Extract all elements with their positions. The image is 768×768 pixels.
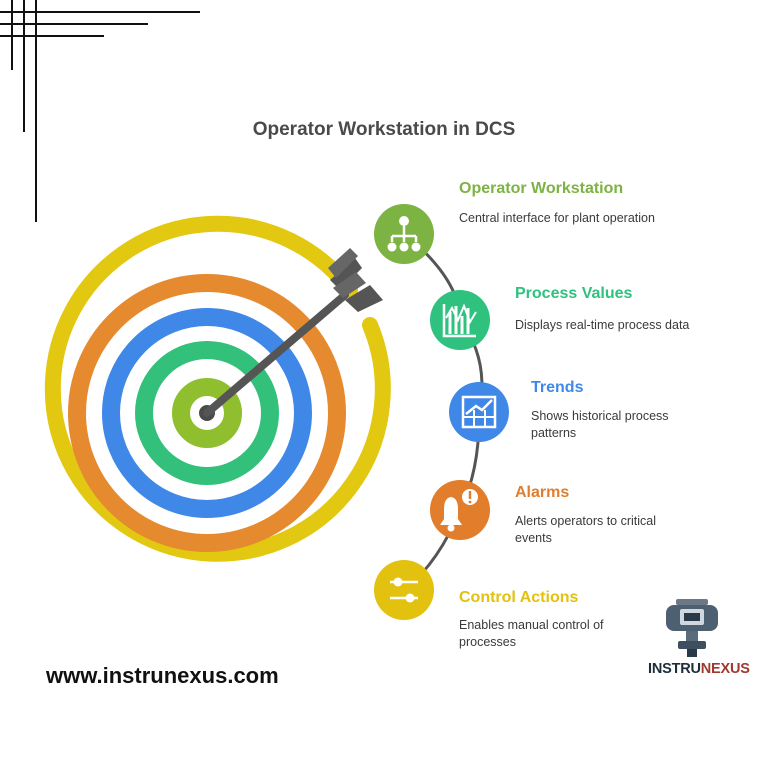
item-title-alarms: Alarms — [515, 484, 570, 501]
brand-logo-text: INSTRUNEXUS — [648, 661, 750, 677]
item-desc-alarms: Alerts operators to critical events — [515, 514, 657, 545]
item-title-trends: Trends — [531, 379, 584, 396]
transmitter-logo-icon — [666, 599, 718, 657]
sliders-icon — [374, 560, 434, 620]
ring-yellow — [44, 215, 391, 562]
brand-part1: INSTRU — [648, 661, 701, 677]
hierarchy-icon — [374, 204, 434, 264]
item-title-process-values: Process Values — [515, 285, 633, 302]
bar-wave-icon — [430, 290, 490, 350]
ring-orange — [68, 274, 346, 552]
ring-lime — [172, 378, 242, 448]
arrow-fletching-1 — [330, 258, 362, 290]
item-desc-trends: Shows historical process patterns — [531, 409, 669, 440]
arrow-fletching-3 — [345, 285, 383, 312]
item-title-operator-workstation: Operator Workstation — [459, 180, 624, 197]
item-desc-process-values: Displays real-time process data — [515, 318, 690, 332]
website-url: www.instrunexus.com — [46, 663, 279, 688]
page-title: Operator Workstation in DCS — [252, 119, 516, 140]
arrow — [203, 248, 383, 417]
brand-part2: NEXUS — [700, 661, 750, 677]
item-title-control-actions: Control Actions — [459, 589, 579, 606]
ring-blue — [102, 308, 312, 518]
arrow-fletching-4 — [333, 272, 366, 298]
ring-green — [135, 341, 279, 485]
trend-chart-icon — [449, 382, 509, 442]
item-desc-operator-workstation: Central interface for plant operation — [459, 211, 655, 225]
item-desc-control-actions: Enables manual control of processes — [459, 618, 604, 649]
bell-alert-icon — [430, 480, 490, 540]
arrow-fletching-2 — [328, 248, 358, 278]
